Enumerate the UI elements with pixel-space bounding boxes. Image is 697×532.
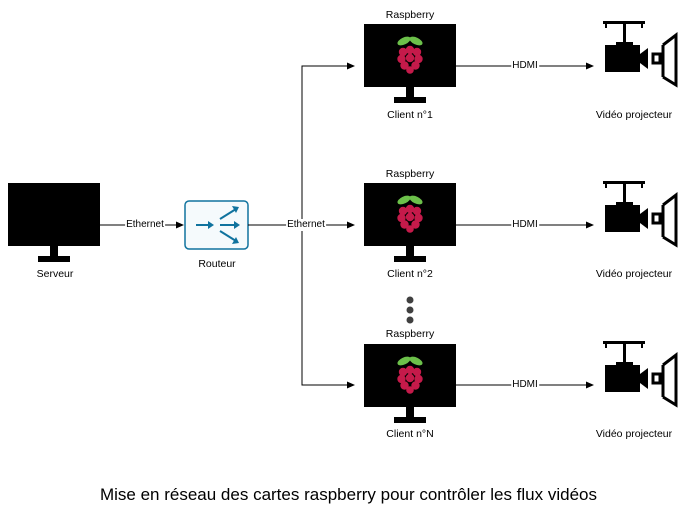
ellipsis-dots-icon: [406, 296, 414, 324]
client-1-label: Client n°1: [387, 109, 433, 121]
server-monitor-icon: [8, 183, 100, 262]
router-label: Routeur: [198, 258, 236, 270]
video-projector-n-icon: [601, 339, 678, 407]
edge-router-client-n: [301, 225, 355, 389]
projector-n-label: Vidéo projecteur: [595, 428, 673, 440]
router-icon: [184, 200, 249, 250]
client-2-label: Client n°2: [387, 268, 433, 280]
projector-2-label: Vidéo projecteur: [595, 268, 673, 280]
client-monitor-2-icon: [364, 183, 456, 262]
edge-label-hdmi-2: HDMI: [511, 219, 539, 231]
diagram-caption: Mise en réseau des cartes raspberry pour…: [99, 485, 597, 504]
client-monitor-1-icon: [364, 24, 456, 103]
edge-label-hdmi-n: HDMI: [511, 379, 539, 391]
client-n-label: Client n°N: [386, 428, 434, 440]
edge-router-client-1: [301, 62, 355, 225]
edge-label-router-clients: Ethernet: [286, 219, 326, 231]
projector-1-label: Vidéo projecteur: [595, 109, 673, 121]
client-2-top-label: Raspberry: [385, 168, 435, 180]
video-projector-2-icon: [601, 179, 678, 247]
edge-label-server-router: Ethernet: [125, 219, 165, 231]
server-label: Serveur: [36, 268, 74, 280]
client-n-top-label: Raspberry: [385, 328, 435, 340]
client-1-top-label: Raspberry: [385, 9, 435, 21]
edge-label-hdmi-1: HDMI: [511, 60, 539, 72]
video-projector-1-icon: [601, 19, 678, 87]
client-monitor-n-icon: [364, 344, 456, 423]
